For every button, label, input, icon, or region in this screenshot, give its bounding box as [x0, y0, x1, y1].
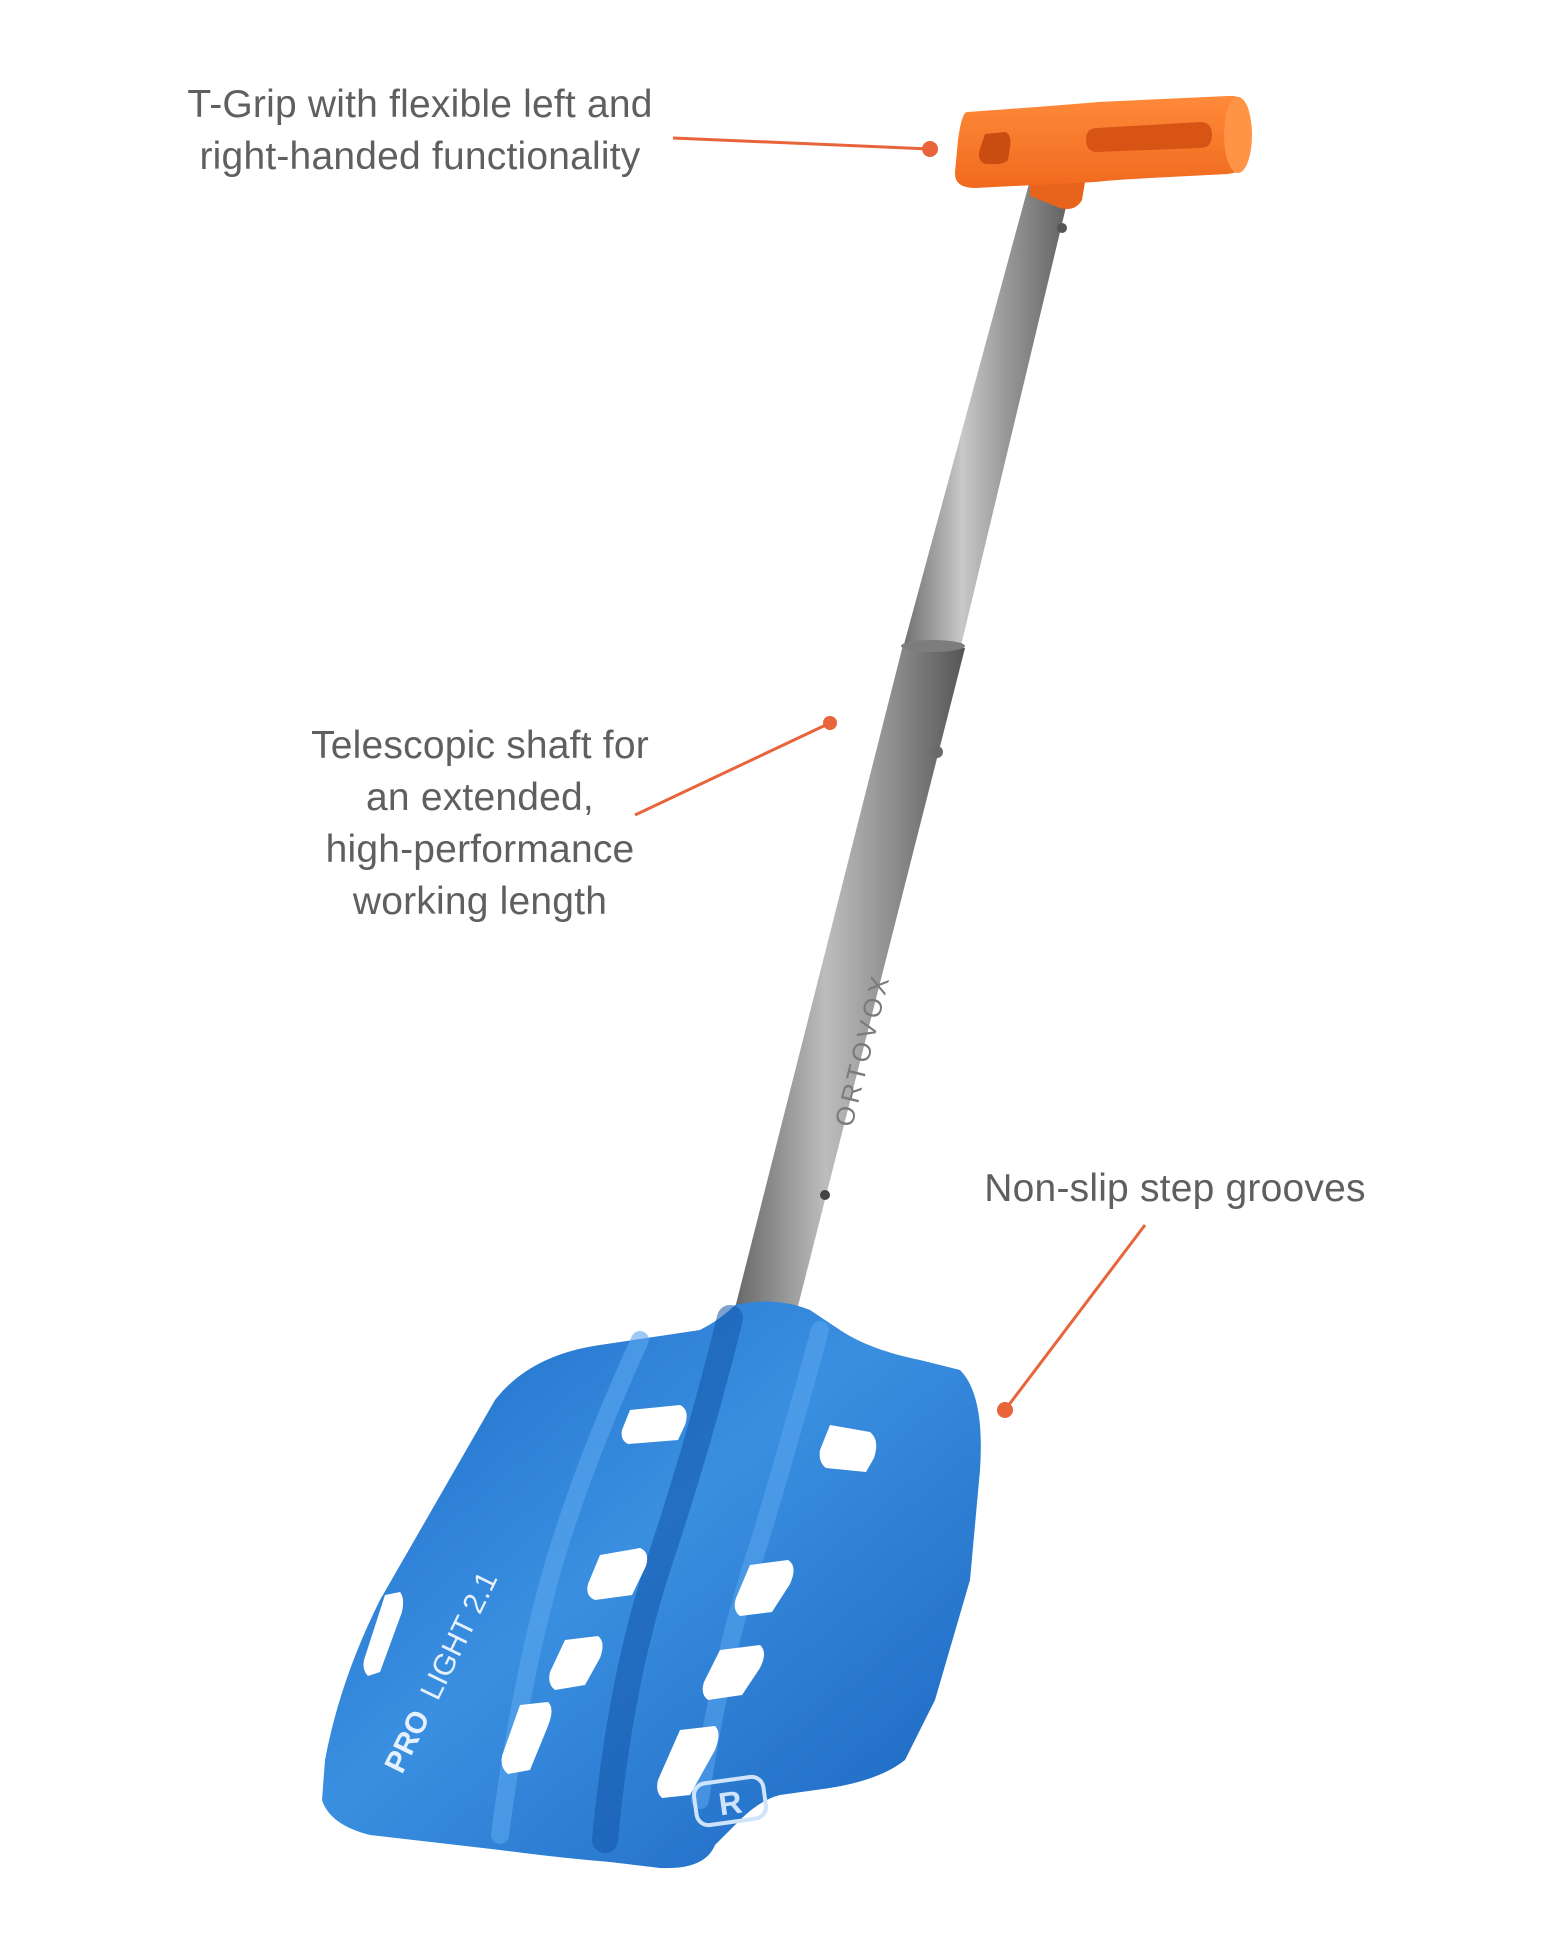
cutout-8: [657, 1726, 719, 1798]
handle-hole: [978, 132, 1011, 164]
callout-tgrip: T-Grip with flexible left and right-hand…: [130, 79, 710, 183]
callout-dot-tgrip: [922, 141, 938, 157]
callout-dot-grooves: [997, 1402, 1013, 1418]
shaft-collar: [901, 640, 965, 652]
cutout-4: [734, 1560, 794, 1616]
cutout-7: [501, 1702, 552, 1774]
cutout-9: [363, 1592, 404, 1676]
callout-line-tgrip: [672, 136, 931, 151]
callout-shaft-line-1: Telescopic shaft for: [311, 724, 649, 767]
callout-tgrip-line-1: T-Grip with flexible left and: [187, 83, 653, 126]
callout-line-grooves: [1003, 1224, 1147, 1411]
callout-tgrip-line-2: right-handed functionality: [199, 135, 641, 178]
blade-cutouts: [363, 1405, 877, 1798]
cutout-6: [702, 1645, 764, 1700]
callout-dot-shaft: [823, 716, 837, 730]
callout-line-shaft: [634, 721, 831, 817]
blade-ridge-right: [691, 1321, 829, 1809]
t-grip-handle: [954, 95, 1252, 209]
shaft-upper: [903, 180, 1072, 650]
callout-shaft-line-2: an extended,: [366, 776, 594, 819]
callout-shaft: Telescopic shaft for an extended, high-p…: [250, 720, 710, 928]
shaft-lower: [733, 645, 965, 1318]
cutout-1: [621, 1405, 687, 1444]
cutout-5: [549, 1636, 603, 1690]
callout-shaft-line-4: working length: [352, 880, 608, 923]
handle-end-cap: [1224, 97, 1252, 173]
shaft-rivet-2: [820, 1190, 830, 1200]
callout-grooves-line-1: Non-slip step grooves: [984, 1167, 1366, 1210]
cutout-3: [587, 1548, 648, 1600]
shaft-rivet-1: [1057, 223, 1067, 233]
logo-mark-text: R: [716, 1784, 744, 1823]
shaft-button: [931, 746, 943, 758]
cutout-2: [819, 1425, 877, 1472]
blade-ridge-center: [592, 1305, 743, 1853]
blade: R PRO LIGHT 2.1: [322, 1301, 981, 1869]
logo-frame: [691, 1774, 769, 1828]
callout-shaft-line-3: high-performance: [325, 828, 635, 871]
ortovox-logo: R: [691, 1774, 769, 1828]
callout-lines: [634, 136, 1147, 1418]
callout-grooves: Non-slip step grooves: [935, 1163, 1415, 1215]
handle-slot: [1086, 122, 1212, 152]
